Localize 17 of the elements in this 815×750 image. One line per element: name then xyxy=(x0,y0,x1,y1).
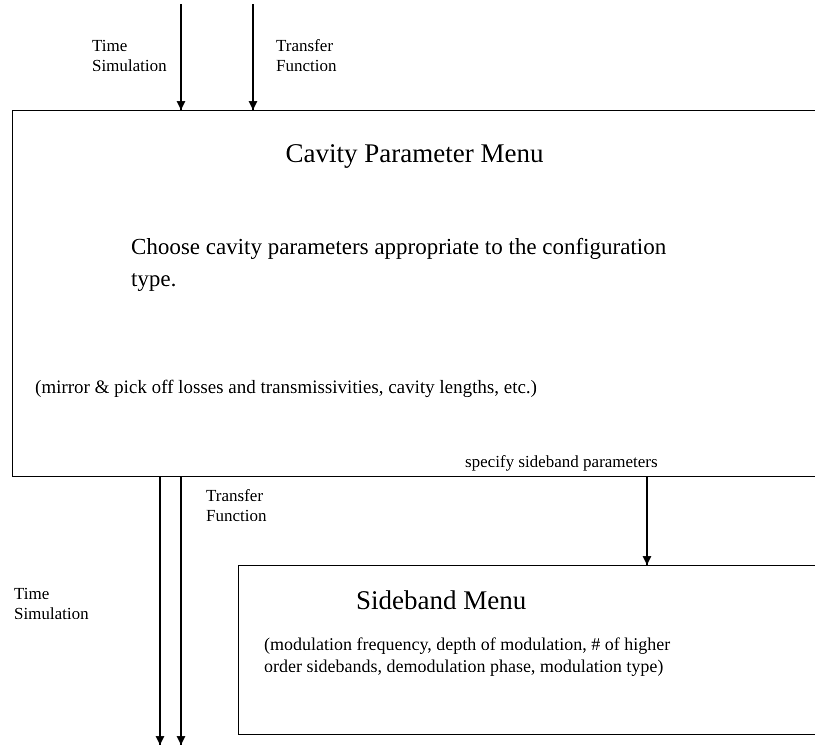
edge-label: Transfer Function xyxy=(206,486,268,526)
instruction-text: Choose cavity parameters appropriate to the configuration type. xyxy=(131,233,668,293)
edge-label: specify sideband parameters xyxy=(465,452,658,472)
menu-title: Cavity Parameter Menu xyxy=(284,137,544,169)
menu-title: Sideband Menu xyxy=(356,584,528,616)
note-text: (modulation frequency, depth of modulation, # of higher order sidebands, demodulation phase, modulation type) xyxy=(264,633,672,677)
arrow xyxy=(248,4,258,110)
edge-label: Time Simulation xyxy=(92,36,168,76)
arrow xyxy=(176,477,186,745)
menu-box xyxy=(238,565,815,735)
arrow xyxy=(642,477,652,565)
edge-label: Time Simulation xyxy=(14,584,90,624)
arrow xyxy=(176,4,186,110)
arrow xyxy=(156,477,164,745)
note-text: (mirror & pick off losses and transmissivities, cavity lengths, etc.) xyxy=(35,376,537,400)
edge-label: Transfer Function xyxy=(276,36,338,76)
menu-box xyxy=(12,110,815,477)
